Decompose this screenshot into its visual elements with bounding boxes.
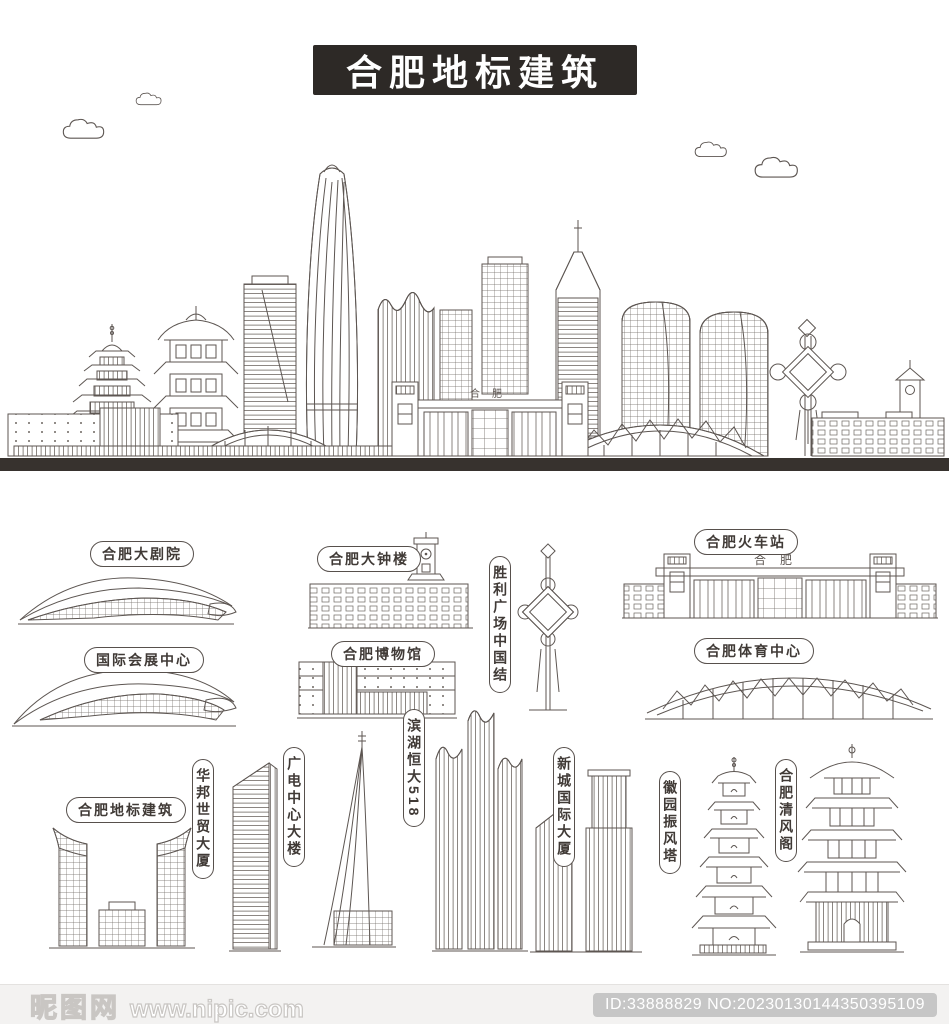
radio-tv-center-illustration [312, 731, 396, 948]
label-landmark-towers: 合肥地标建筑 [66, 797, 186, 823]
zhenfeng-pagoda-illustration [691, 757, 777, 956]
title-banner: 合肥地标建筑 [313, 45, 637, 95]
label-huabang-world-trade: 华邦世贸大厦 [192, 759, 215, 879]
label-sports-center: 合肥体育中心 [694, 638, 814, 664]
skyline-grid-slab [481, 256, 529, 395]
huabang-world-trade-illustration [229, 762, 281, 952]
label-clock-tower: 合肥大钟楼 [317, 546, 421, 572]
label-qingfeng-pavilion: 合肥清风阁 [775, 759, 798, 862]
station-sign: 合肥 [754, 552, 806, 567]
skyline-twisted-tower [306, 164, 358, 457]
image-id-badge: ID:33888829 NO:20230130144350395109 [593, 993, 937, 1017]
site-url: www.nipic.com [129, 995, 304, 1023]
skyline-chinese-knot [769, 318, 847, 456]
skyline-cylinder-towers [621, 301, 769, 457]
clock-tower-illustration [308, 532, 473, 629]
cloud-icon [754, 156, 798, 178]
qingfeng-pavilion-illustration [797, 744, 907, 953]
grand-theater-illustration [18, 577, 237, 625]
sports-center-illustration [645, 677, 933, 720]
cloud-icon [135, 92, 162, 106]
label-convention-center: 国际会展中心 [84, 647, 204, 673]
site-logo: 昵图网 www.nipic.com [29, 986, 304, 1024]
xincheng-international-illustration [530, 769, 642, 953]
label-railway-station: 合肥火车站 [694, 529, 798, 555]
ground-line [0, 458, 949, 471]
skyline-left-building [7, 407, 465, 457]
skyline-pagoda-large [151, 306, 241, 457]
skyline-station-sign: 合肥 [470, 387, 514, 400]
chinese-knot-illustration [517, 543, 579, 711]
skyline-illustration: 合肥 [7, 164, 945, 457]
watermark-bar: 昵图网 www.nipic.com ID:33888829 NO:2023013… [0, 984, 949, 1024]
page-title: 合肥地标建筑 [345, 52, 604, 93]
site-name: 昵图网 [29, 992, 120, 1023]
label-museum: 合肥博物馆 [331, 641, 435, 667]
railway-station-illustration: 合肥 [622, 552, 938, 619]
skyline-railway-station: 合肥 [391, 381, 589, 457]
skyline-right-building [811, 411, 945, 457]
label-radio-tv-center: 广电中心大楼 [283, 747, 306, 867]
landmark-towers-illustration [49, 827, 195, 949]
label-zhenfeng-pagoda: 徽园振风塔 [659, 771, 682, 874]
label-xincheng-international: 新城国际大厦 [553, 747, 576, 867]
label-chinese-knot: 胜利广场中国结 [489, 556, 512, 693]
museum-illustration [297, 661, 457, 719]
cloud-icon [694, 141, 727, 158]
label-grand-theater: 合肥大剧院 [90, 541, 194, 567]
binhu-evergrande-illustration [432, 710, 528, 952]
cloud-icon [62, 118, 105, 139]
label-binhu-evergrande: 滨湖恒大518 [403, 709, 426, 828]
skyline-ribbed-tower [243, 275, 297, 457]
